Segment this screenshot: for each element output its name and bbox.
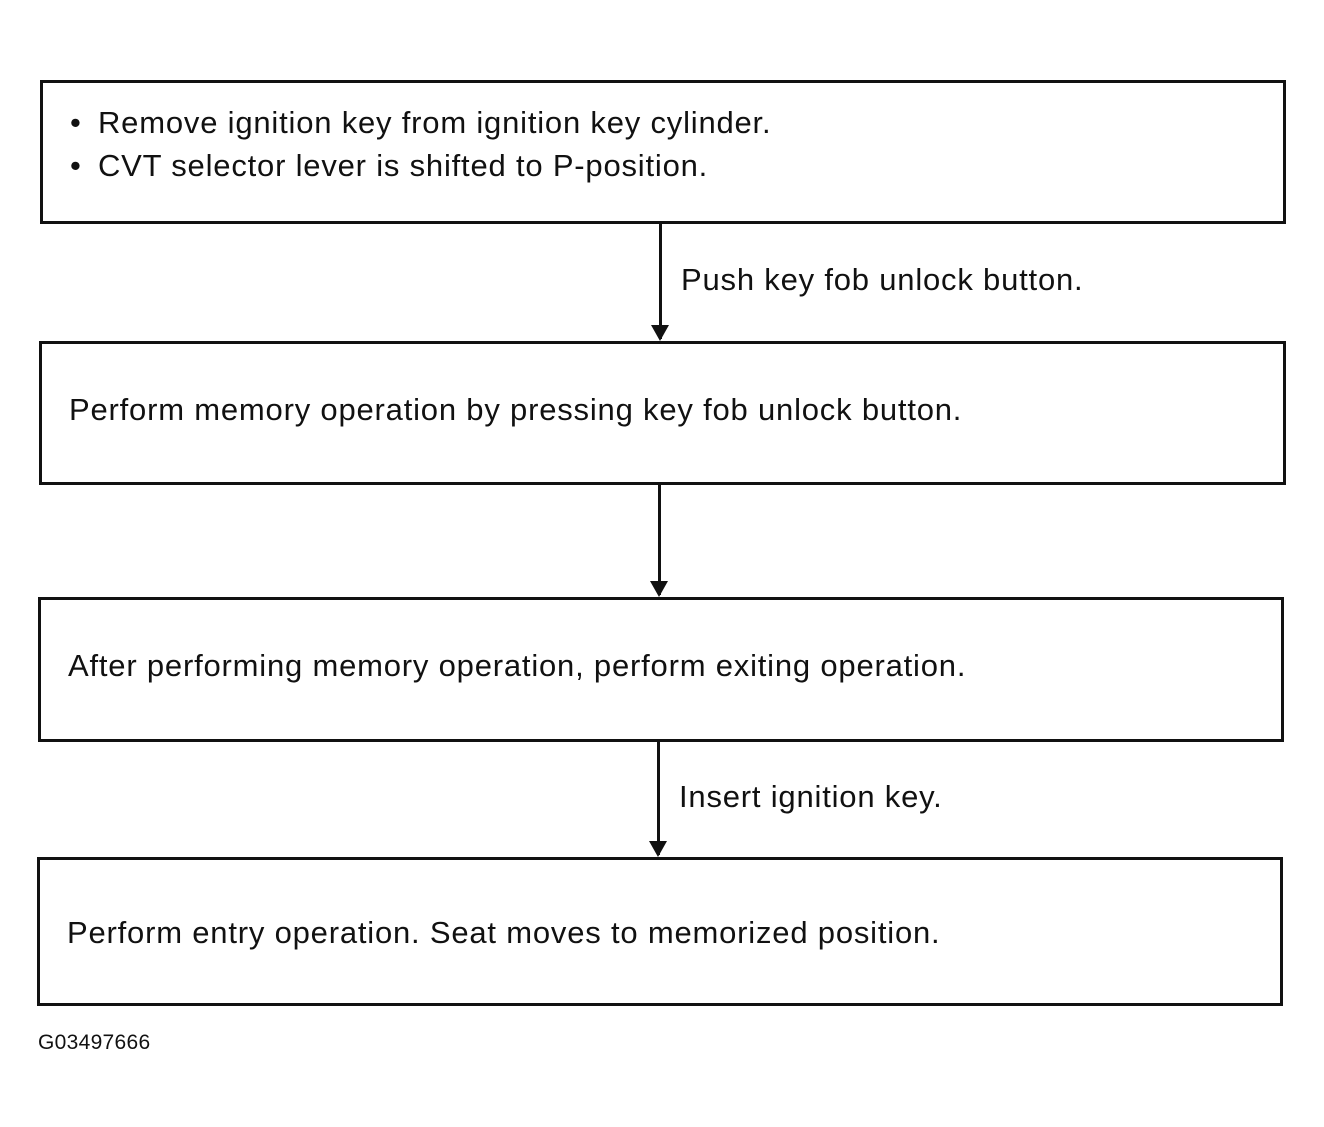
transition-label-3: Insert ignition key.: [679, 779, 943, 814]
transition-label-1: Push key fob unlock button.: [681, 262, 1084, 297]
arrow-down-icon: [649, 841, 667, 857]
step-4-text: Perform entry operation. Seat moves to m…: [67, 915, 941, 950]
bullet-dot-icon: •: [70, 105, 82, 140]
step-1-bullet-list: • Remove ignition key from ignition key c…: [70, 105, 771, 191]
step-2-box: Perform memory operation by pressing key…: [39, 341, 1286, 485]
step-1-bullet-1: • Remove ignition key from ignition key c…: [70, 105, 771, 148]
step-3-box: After performing memory operation, perfo…: [38, 597, 1284, 742]
step-2-text: Perform memory operation by pressing key…: [69, 392, 963, 427]
flow-arrow-3: [649, 742, 667, 857]
flow-arrow-2: [650, 485, 668, 597]
step-1-bullet-2: • CVT selector lever is shifted to P-posi…: [70, 148, 771, 191]
figure-id-label: G03497666: [38, 1031, 151, 1054]
step-1-box: • Remove ignition key from ignition key c…: [40, 80, 1286, 224]
flow-arrow-1: [651, 224, 669, 341]
step-1-bullet-2-text: CVT selector lever is shifted to P-posit…: [98, 148, 709, 183]
arrow-down-icon: [650, 581, 668, 597]
step-4-box: Perform entry operation. Seat moves to m…: [37, 857, 1283, 1006]
bullet-dot-icon: •: [70, 148, 82, 183]
arrow-down-icon: [651, 325, 669, 341]
step-3-text: After performing memory operation, perfo…: [68, 648, 967, 683]
step-1-bullet-1-text: Remove ignition key from ignition key cy…: [98, 105, 772, 140]
